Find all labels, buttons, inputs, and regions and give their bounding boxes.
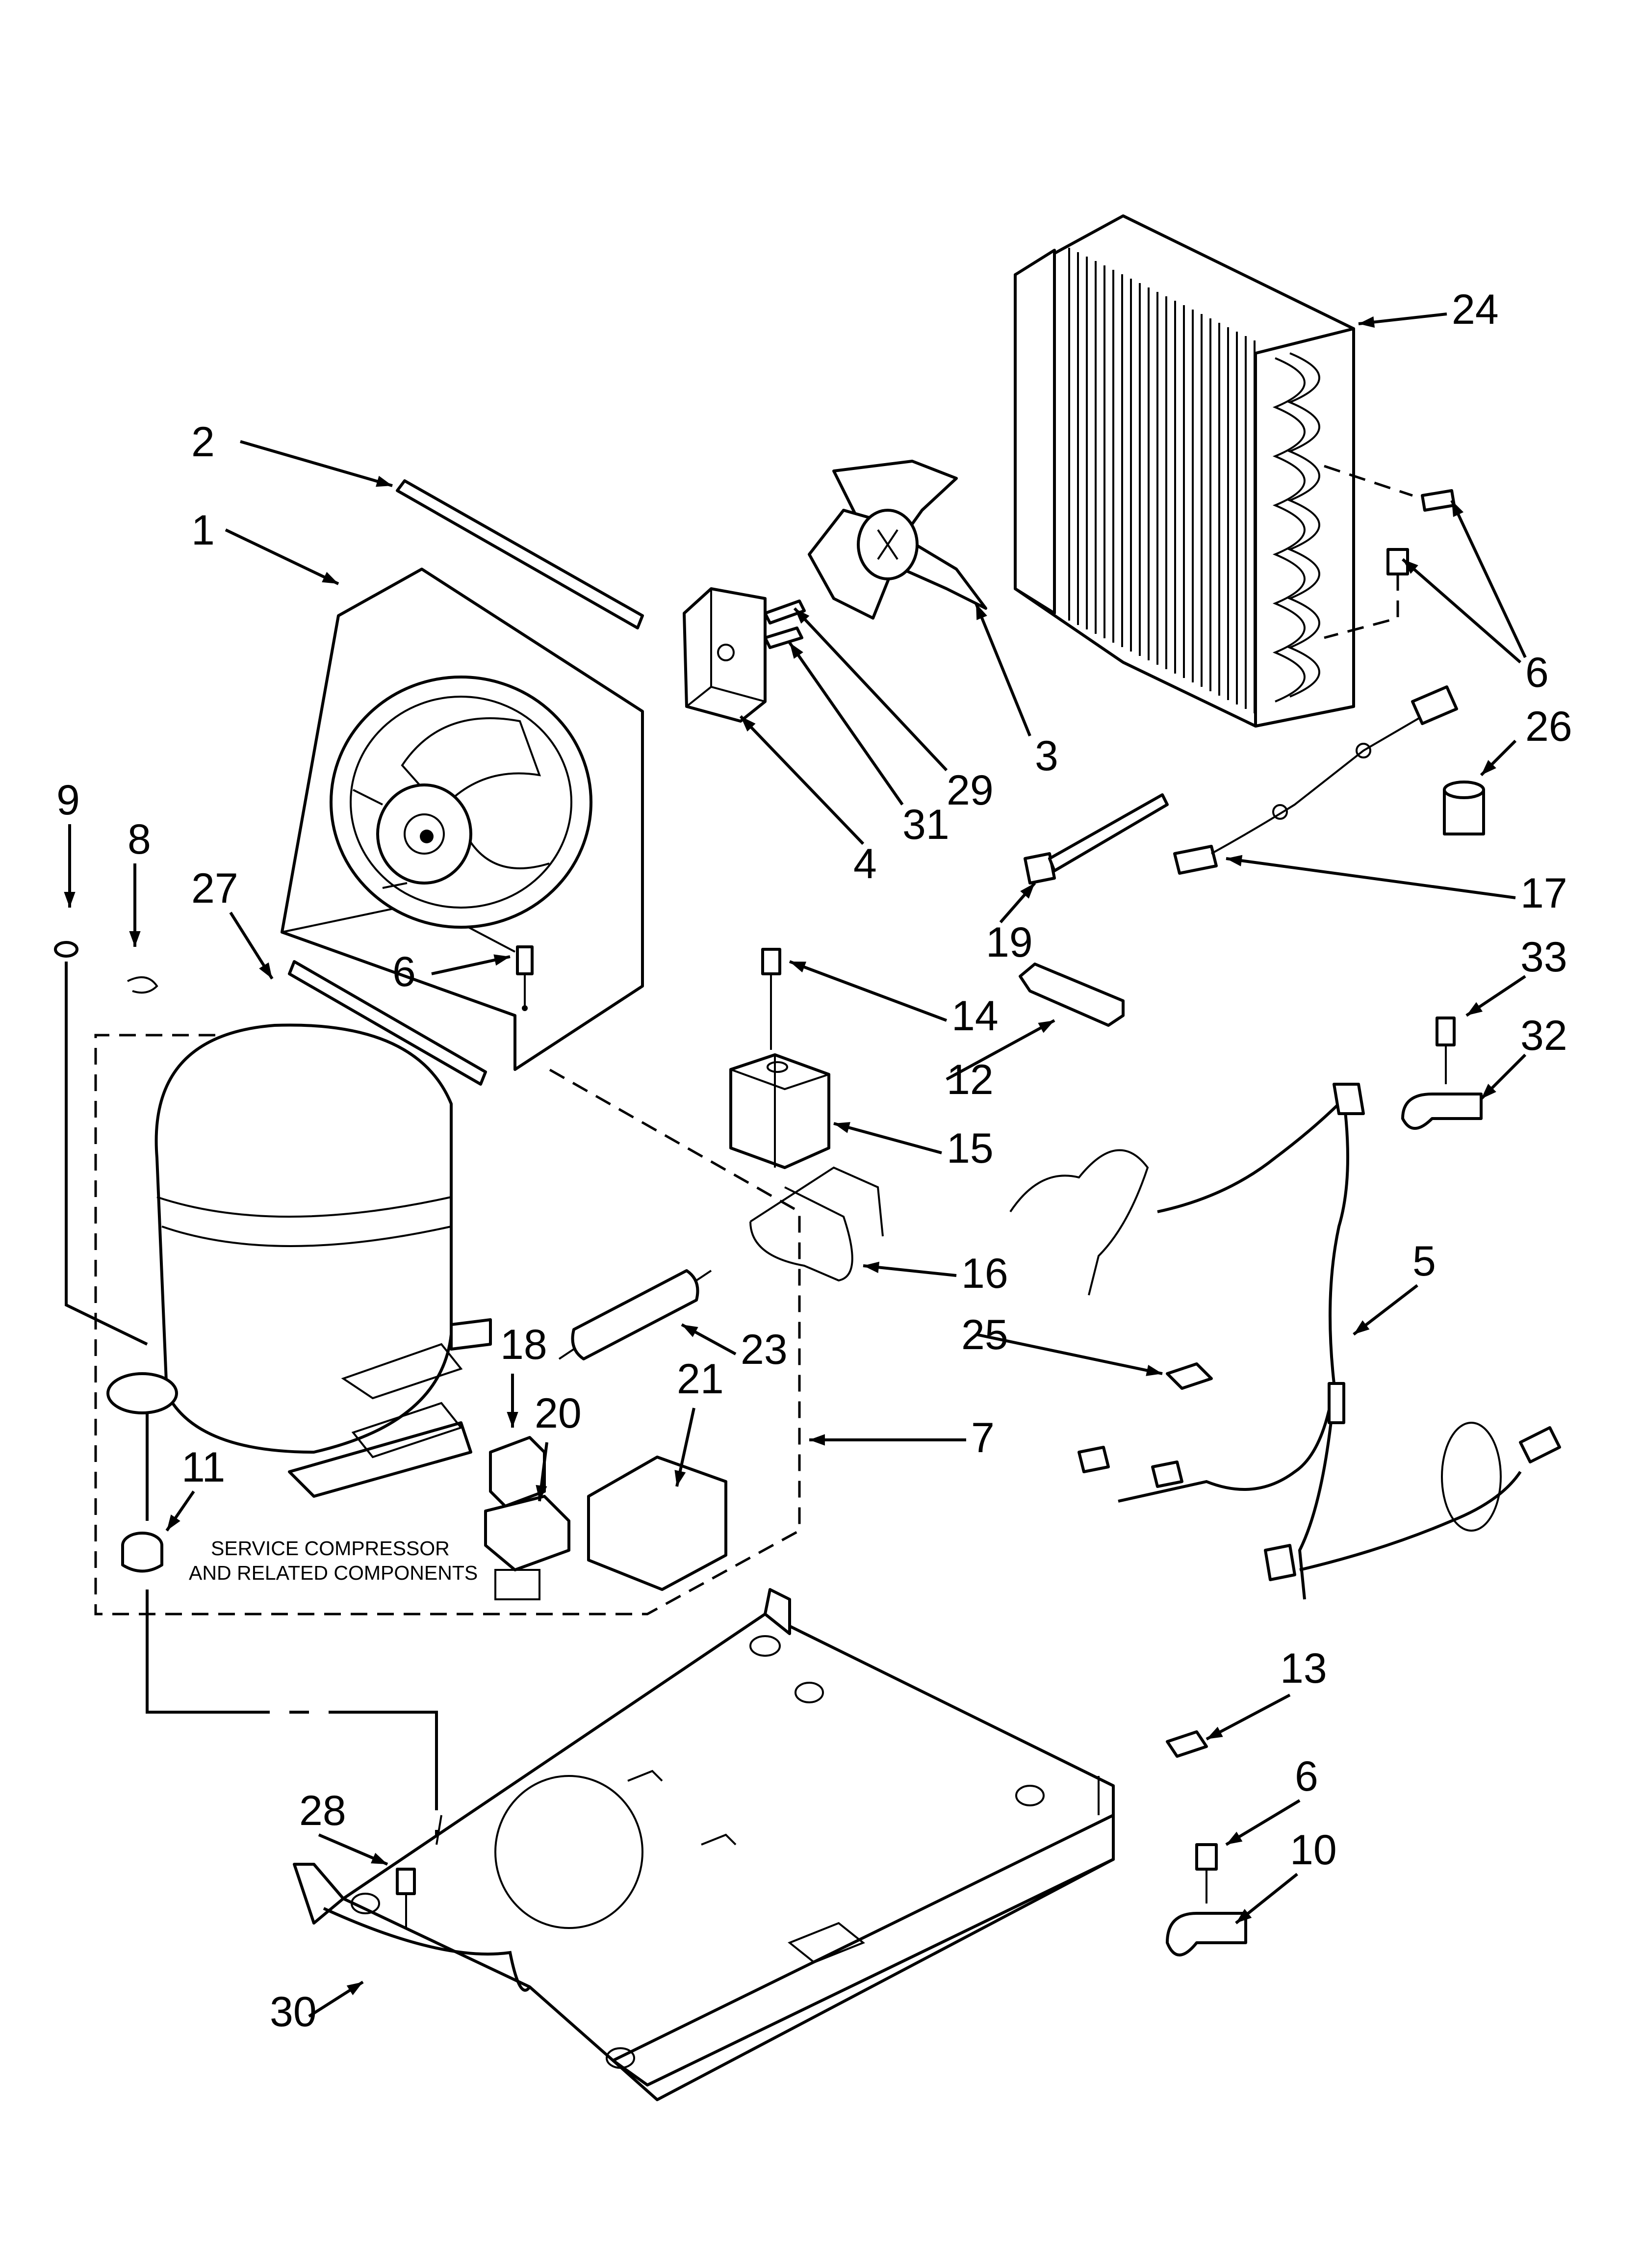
clamp-screw-upper xyxy=(1401,1017,1483,1130)
washer xyxy=(54,941,78,958)
callout-21: 21 xyxy=(677,1356,724,1403)
callout-29: 29 xyxy=(947,767,994,814)
callout-24: 24 xyxy=(1452,286,1499,333)
callout-6c: 6 xyxy=(1295,1753,1318,1800)
callout-16: 16 xyxy=(961,1250,1008,1297)
callout-14: 14 xyxy=(951,992,999,1040)
grommet xyxy=(121,1532,163,1573)
screw-side xyxy=(1166,1730,1208,1758)
foam-strip xyxy=(396,479,644,629)
callout-10: 10 xyxy=(1290,1826,1337,1874)
callout-9: 9 xyxy=(56,777,80,824)
callout-11: 11 xyxy=(181,1444,225,1491)
wire-bracket xyxy=(749,1166,884,1282)
service-kit-boundary xyxy=(94,1034,801,1616)
solenoid-coil xyxy=(729,1053,830,1169)
leader-lines xyxy=(64,313,1527,2018)
fan-shroud xyxy=(281,568,644,1071)
callout-30: 30 xyxy=(270,1988,317,2035)
callout-1: 1 xyxy=(191,507,215,554)
callout-6b: 6 xyxy=(392,948,416,995)
callout-17: 17 xyxy=(1520,870,1567,917)
gasket-strip xyxy=(288,960,487,1086)
callout-15: 15 xyxy=(947,1125,994,1172)
callout-2: 2 xyxy=(191,418,215,466)
callout-12: 12 xyxy=(947,1056,994,1103)
callout-33: 33 xyxy=(1520,934,1567,981)
callout-32: 32 xyxy=(1520,1012,1567,1059)
condenser-coil xyxy=(1014,214,1355,728)
callout-31: 31 xyxy=(902,801,949,848)
sensor-harness xyxy=(1173,685,1458,875)
callout-5: 5 xyxy=(1412,1238,1436,1285)
start-relay xyxy=(484,1436,570,1600)
screw-solenoid xyxy=(761,948,781,1050)
fan-motor xyxy=(683,587,767,723)
clip xyxy=(1166,1362,1213,1390)
service-note-line2: AND RELATED COMPONENTS xyxy=(189,1562,478,1584)
compressor xyxy=(106,1023,492,1498)
callout-7: 7 xyxy=(971,1414,995,1461)
service-note-line1: SERVICE COMPRESSOR xyxy=(211,1537,450,1560)
cable-tie xyxy=(1024,793,1169,885)
screw-shroud xyxy=(516,945,534,1011)
callout-8: 8 xyxy=(128,816,151,863)
clamp-screw-lower xyxy=(1166,1843,1247,1956)
base-pan xyxy=(293,1588,1115,2101)
callout-19: 19 xyxy=(986,919,1033,966)
fan-blade xyxy=(808,460,987,620)
drain-tube xyxy=(1019,963,1125,1027)
callout-27: 27 xyxy=(191,865,238,912)
callout-13: 13 xyxy=(1280,1645,1327,1692)
capacitor xyxy=(1443,781,1485,835)
clip-small xyxy=(127,976,158,994)
screws-condenser xyxy=(1324,465,1456,639)
callout-25: 25 xyxy=(961,1311,1008,1358)
callout-28: 28 xyxy=(299,1787,346,1834)
terminal-cover xyxy=(587,1456,727,1591)
callout-4: 4 xyxy=(853,840,877,887)
motor-screws xyxy=(764,600,806,649)
filter-drier xyxy=(558,1269,712,1360)
screw-base xyxy=(396,1868,416,1928)
callout-26: 26 xyxy=(1525,703,1572,750)
callout-23: 23 xyxy=(741,1326,788,1373)
callout-20: 20 xyxy=(535,1390,582,1437)
callout-3: 3 xyxy=(1035,732,1058,780)
callout-18: 18 xyxy=(500,1321,547,1368)
callout-6a: 6 xyxy=(1525,649,1549,696)
main-wire-harness xyxy=(1009,1083,1561,1600)
